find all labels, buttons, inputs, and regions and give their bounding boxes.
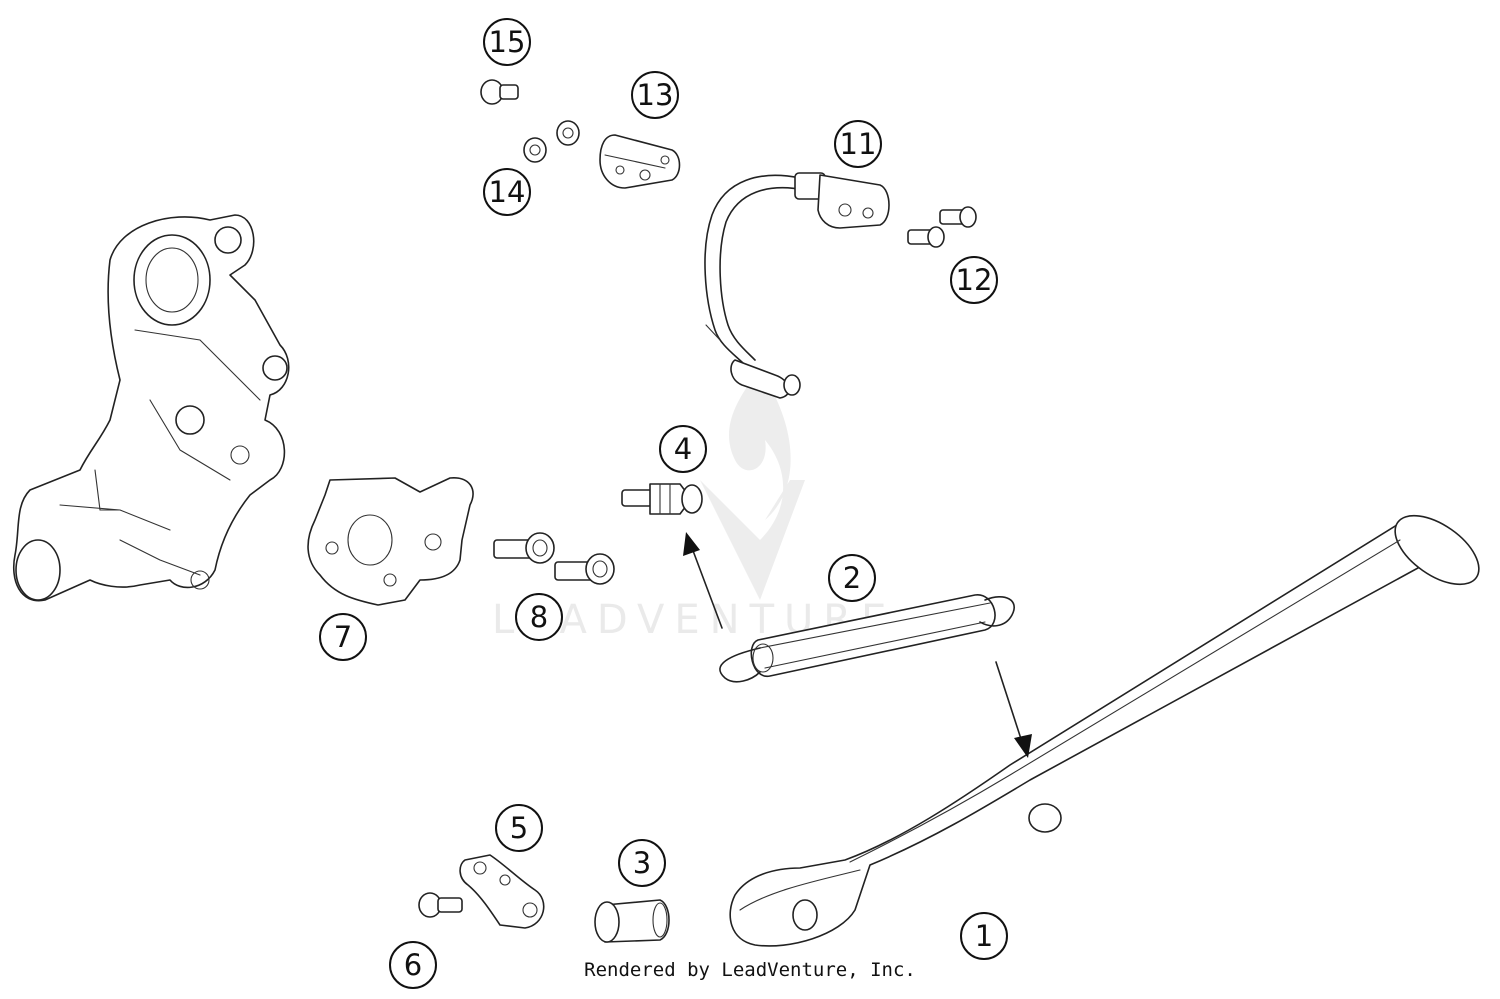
callout-2: 2: [828, 554, 876, 602]
callout-1: 1: [960, 912, 1008, 960]
svg-text:14: 14: [489, 175, 526, 209]
arrow-head-to-1: [1014, 734, 1032, 758]
part-13-switch: [599, 134, 681, 189]
rendered-by-credit: Rendered by LeadVenture, Inc.: [584, 959, 916, 981]
callout-6: 6: [389, 941, 437, 989]
callout-7: 7: [319, 613, 367, 661]
svg-text:13: 13: [637, 78, 674, 112]
part-2-spring: [719, 594, 1015, 683]
callout-3: 3: [618, 839, 666, 887]
watermark-flame-logo: [700, 370, 805, 600]
svg-text:4: 4: [674, 432, 692, 466]
part-3-bushing: [594, 899, 670, 943]
frame-bracket: [13, 214, 290, 602]
svg-text:15: 15: [489, 25, 526, 59]
callout-4: 4: [659, 425, 707, 473]
arrow-head-to-4: [683, 532, 700, 556]
svg-text:11: 11: [840, 127, 877, 161]
svg-text:12: 12: [956, 263, 993, 297]
callout-15: 15: [483, 18, 531, 66]
svg-text:2: 2: [843, 561, 861, 595]
callout-5: 5: [495, 804, 543, 852]
part-12-screws: [907, 206, 977, 248]
part-14-nuts: [523, 120, 580, 163]
part-1-side-stand: [729, 514, 1480, 947]
callout-13: 13: [631, 71, 679, 119]
part-6-screw: [418, 892, 463, 918]
svg-text:3: 3: [633, 846, 651, 880]
svg-text:6: 6: [404, 948, 422, 982]
part-7-plate: [307, 477, 474, 606]
part-4-bolt: [621, 483, 703, 515]
assembly-arrows: [683, 532, 1032, 758]
arrow-line-to-4: [691, 547, 723, 629]
svg-text:7: 7: [334, 620, 352, 654]
callout-14: 14: [483, 168, 531, 216]
arrow-line-to-1: [995, 661, 1023, 743]
callout-12: 12: [950, 256, 998, 304]
callout-8: 8: [515, 593, 563, 641]
svg-text:5: 5: [510, 811, 528, 845]
svg-text:8: 8: [530, 600, 548, 634]
svg-text:1: 1: [975, 919, 993, 953]
part-15-screw: [480, 79, 519, 105]
part-8-bolts: [493, 532, 615, 585]
callout-11: 11: [834, 120, 882, 168]
part-5-bracket: [459, 854, 545, 929]
part-11-sensor: [704, 172, 890, 399]
